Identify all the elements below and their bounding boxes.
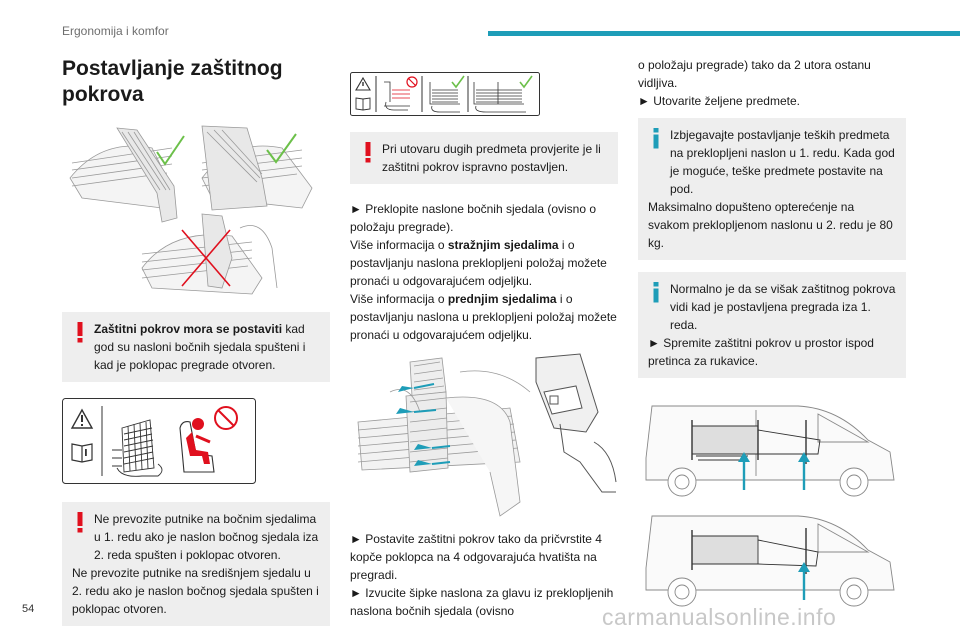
exclamation-warning-icon bbox=[77, 322, 83, 343]
cover-hooks-illustration bbox=[350, 352, 618, 520]
header-accent-bar bbox=[488, 31, 960, 36]
exclamation-warning-icon bbox=[365, 142, 371, 163]
info-text-2: Maksimalno dopušteno opterećenje na svak… bbox=[648, 200, 893, 250]
warning-box-no-passengers: Ne prevozite putnike na bočnim sjedalima… bbox=[62, 502, 330, 626]
van-side-diagrams bbox=[645, 405, 895, 607]
info-text-2: ► Spremite zaštitni pokrov u prostor isp… bbox=[648, 336, 874, 368]
step-continued: o položaju pregrade) tako da 2 utora ost… bbox=[638, 58, 871, 90]
info-icon bbox=[653, 128, 659, 149]
watermark: carmanualsonline.info bbox=[602, 604, 837, 630]
info-text-1: Normalno je da se višak zaštitnog pokrov… bbox=[670, 282, 896, 332]
vehicle-cover-illustration bbox=[638, 400, 906, 610]
cover-check-pictogram bbox=[350, 72, 618, 116]
page-title: Postavljanje zaštitnog pokrova bbox=[62, 57, 283, 106]
page-number: 54 bbox=[22, 603, 35, 615]
manual-book-icon bbox=[71, 443, 93, 463]
cover-installed-illustration bbox=[62, 118, 330, 298]
middle-column: Pri utovaru dugih predmeta provjerite je… bbox=[350, 56, 618, 620]
left-column: Postavljanje zaštitnog pokrova bbox=[62, 56, 330, 626]
manual-book-icon bbox=[355, 97, 371, 111]
warning-triangle-icon bbox=[355, 76, 371, 91]
warning-triangle-icon bbox=[70, 408, 94, 429]
step-attach-clips: ► Postavite zaštitni pokrov tako da prič… bbox=[350, 532, 602, 582]
warning-text-2: Ne prevozite putnike na središnjem sjeda… bbox=[72, 566, 319, 616]
warning-box-long-items: Pri utovaru dugih predmeta provjerite je… bbox=[350, 132, 618, 184]
seated-passenger-icon bbox=[179, 418, 215, 473]
info-box-heavy-items: Izbjegavajte postavljanje teških predmet… bbox=[638, 118, 906, 260]
step-load-items: ► Utovarite željene predmete. bbox=[638, 94, 800, 108]
rear-seats-reference: Više informacija o stražnjim sjedalima i… bbox=[350, 238, 607, 288]
warning-text-1: Ne prevozite putnike na bočnim sjedalima… bbox=[94, 512, 319, 562]
pictogram-panel bbox=[62, 398, 256, 484]
warning-rest-text: kad god su nasloni bočnih sjedala spušte… bbox=[94, 322, 306, 372]
step-pull-headrest-rods: ► Izvucite šipke naslona za glavu iz pre… bbox=[350, 586, 614, 618]
front-seats-reference: Više informacija o prednjim sjedalima i … bbox=[350, 292, 617, 342]
section-title: Ergonomija i komfor bbox=[62, 24, 169, 38]
warning-text: Pri utovaru dugih predmeta provjerite je… bbox=[382, 142, 601, 174]
prohibition-icon bbox=[214, 406, 238, 430]
warning-box-cover-required: Zaštitni pokrov mora se postaviti kad go… bbox=[62, 312, 330, 382]
info-text-1: Izbjegavajte postavljanje teških predmet… bbox=[670, 128, 895, 196]
warning-bold-text: Zaštitni pokrov mora se postaviti bbox=[94, 322, 283, 336]
exclamation-warning-icon bbox=[77, 512, 83, 533]
pictogram-strip bbox=[350, 72, 540, 116]
step-fold-backrests: ► Preklopite naslone bočnih sjedala (ovi… bbox=[350, 202, 597, 234]
cover-position-diagrams bbox=[69, 125, 313, 295]
no-passenger-pictogram bbox=[62, 398, 330, 484]
info-icon bbox=[653, 282, 659, 303]
info-box-excess-cover: Normalno je da se višak zaštitnog pokrov… bbox=[638, 272, 906, 378]
right-column: o položaju pregrade) tako da 2 utora ost… bbox=[638, 56, 906, 610]
hook-attachment-diagram bbox=[357, 353, 617, 517]
